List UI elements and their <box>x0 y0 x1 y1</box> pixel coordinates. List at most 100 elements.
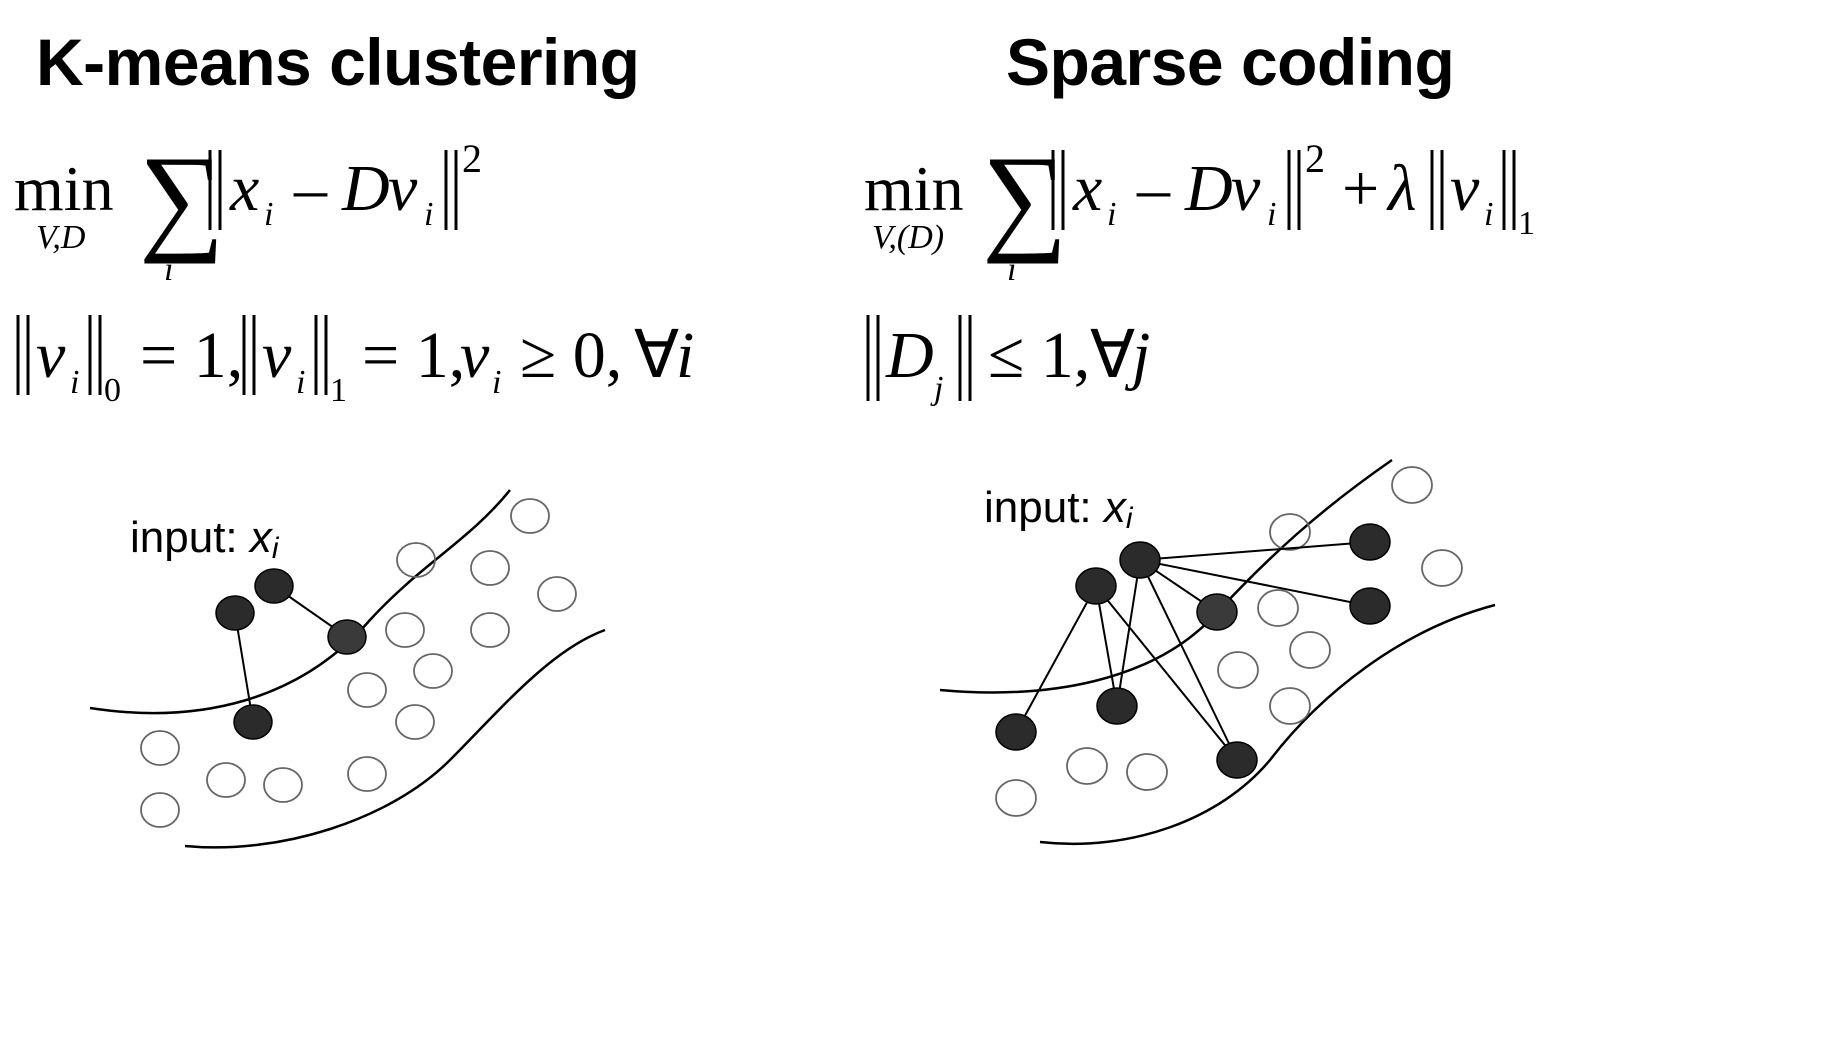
data-point <box>1421 549 1463 587</box>
var-v: v <box>36 319 66 392</box>
var-v-sub: i <box>296 364 305 401</box>
forall-index: i <box>676 319 694 392</box>
dictionary-atom <box>1196 593 1238 631</box>
dictionary-atom <box>1096 687 1138 725</box>
min-operator: min <box>864 153 964 224</box>
data-point <box>395 704 435 740</box>
sum-subscript: i <box>1007 251 1016 288</box>
centroid <box>254 568 294 604</box>
square-exponent: 2 <box>462 136 482 181</box>
sum-symbol: ∑ <box>982 131 1068 264</box>
norm0-subscript: 0 <box>104 372 121 409</box>
data-point <box>1126 753 1168 791</box>
min-subscript: V,(D) <box>872 219 944 256</box>
data-point <box>140 792 180 828</box>
var-v-sub: i <box>492 364 501 401</box>
input-label: input: xi <box>984 483 1134 535</box>
coding-line <box>1095 585 1118 707</box>
var-v-sub: i <box>70 364 79 401</box>
sparse-title: Sparse coding <box>1006 25 1455 99</box>
data-point <box>537 576 577 612</box>
data-point <box>1391 466 1433 504</box>
forall-symbol: ∀ <box>634 319 679 392</box>
var-x-sub: i <box>264 196 273 233</box>
manifold-lower-curve <box>1039 603 1496 846</box>
coding-line <box>1139 559 1238 761</box>
data-point <box>206 762 246 798</box>
data-point <box>1257 589 1299 627</box>
sparse-objective: min V,(D) ∑ i x i – D v i 2 + λ v i 1 <box>864 131 1535 288</box>
dictionary-atom <box>995 713 1037 751</box>
data-point <box>1269 687 1311 725</box>
var-v-sub: i <box>1484 196 1493 233</box>
plus-sign: + <box>1342 152 1379 225</box>
var-x: x <box>1072 152 1102 225</box>
min-operator: min <box>14 153 114 224</box>
var-v: v <box>1450 152 1480 225</box>
equals-one: = 1, <box>140 319 243 392</box>
sum-symbol: ∑ <box>139 131 225 264</box>
data-points <box>995 466 1463 817</box>
data-point <box>995 779 1037 817</box>
var-D: D <box>341 152 390 225</box>
data-point <box>470 612 510 648</box>
data-point <box>413 653 453 689</box>
data-point <box>140 730 180 766</box>
minus-sign: – <box>293 152 328 225</box>
dictionary-atom <box>1075 567 1117 605</box>
var-x: x <box>229 152 259 225</box>
norm1-subscript: 1 <box>1518 205 1535 242</box>
input-label: input: xi <box>130 513 280 565</box>
manifold-lower-curve <box>184 628 606 849</box>
var-D: D <box>1184 152 1233 225</box>
square-exponent: 2 <box>1305 136 1325 181</box>
data-point <box>347 672 387 708</box>
equals-one: = 1, <box>362 319 465 392</box>
data-point <box>347 756 387 792</box>
dictionary-atoms <box>995 523 1391 779</box>
dictionary-atom <box>1216 741 1258 779</box>
nonneg: ≥ 0, <box>520 319 622 392</box>
centroids <box>215 568 367 740</box>
kmeans-title: K-means clustering <box>36 25 640 99</box>
minus-sign: – <box>1136 152 1171 225</box>
coding-line <box>1015 585 1097 733</box>
sparse-figure: input: xi <box>939 458 1496 846</box>
dictionary-atom <box>1349 587 1391 625</box>
var-v-sub: i <box>1267 196 1276 233</box>
kmeans-objective: min V,D ∑ i x i – D v i 2 <box>14 131 482 288</box>
data-point <box>385 612 425 648</box>
centroid <box>233 704 273 740</box>
data-point <box>1269 513 1311 551</box>
var-D: D <box>885 319 934 392</box>
var-D-sub: j <box>930 370 943 407</box>
kmeans-constraint: v i 0 = 1, v i 1 = 1, v i ≥ 0, ∀ i <box>16 315 694 409</box>
var-v-sub: i <box>424 196 433 233</box>
data-point <box>1217 651 1259 689</box>
dictionary-atom <box>1119 541 1161 579</box>
data-point <box>1066 747 1108 785</box>
var-x-sub: i <box>1107 196 1116 233</box>
coding-line <box>1116 559 1141 707</box>
kmeans-panel: K-means clustering min V,D ∑ i x i – D v… <box>14 25 694 849</box>
var-v: v <box>460 319 490 392</box>
centroid <box>215 595 255 631</box>
coding-line <box>1095 585 1238 761</box>
var-v: v <box>262 319 292 392</box>
leq-one: ≤ 1, <box>988 319 1090 392</box>
coding-line <box>1139 541 1371 561</box>
kmeans-figure: input: xi <box>89 489 606 849</box>
coding-lines <box>1015 541 1371 761</box>
data-point <box>263 767 303 803</box>
forall-symbol: ∀ <box>1090 319 1135 392</box>
data-points <box>140 498 577 828</box>
dictionary-atom <box>1349 523 1391 561</box>
data-point <box>510 498 550 534</box>
min-subscript: V,D <box>36 219 86 256</box>
sum-subscript: i <box>164 251 173 288</box>
var-v: v <box>1231 152 1261 225</box>
lambda: λ <box>1386 152 1417 225</box>
assignment-line <box>234 612 254 723</box>
data-point <box>1289 631 1331 669</box>
sparse-constraint: D j ≤ 1, ∀ j <box>866 315 1150 407</box>
